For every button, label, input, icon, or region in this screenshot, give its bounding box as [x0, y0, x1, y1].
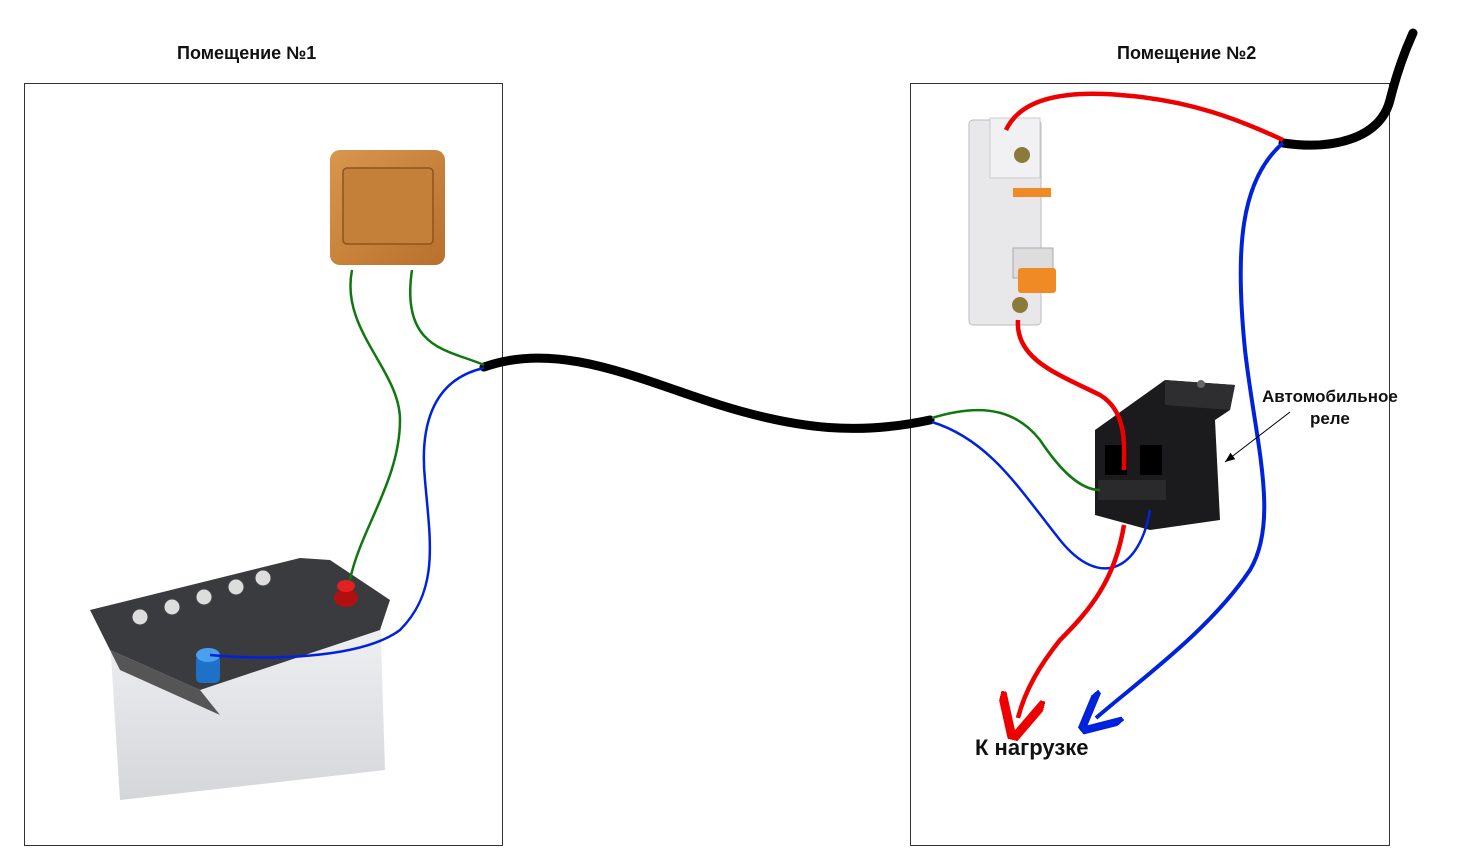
battery-positive-terminal: [334, 580, 358, 607]
relay-label: Автомобильное реле: [1262, 386, 1398, 430]
control-wire-green-3: [931, 408, 1101, 492]
room-1-box: [24, 83, 503, 846]
car-relay: [1095, 380, 1235, 530]
battery-negative-terminal: [196, 648, 220, 683]
load-label: К нагрузке: [975, 735, 1089, 760]
room-2-title: Помещение №2: [1117, 43, 1257, 63]
room-2-box: [910, 83, 1390, 846]
relay-label-line2: реле: [1309, 409, 1350, 428]
phase-wire-supply: [1003, 91, 1284, 143]
neutral-wire-blue-2: [931, 420, 1152, 570]
supply-cable: [1278, 28, 1418, 150]
neutral-wire-load: [1096, 141, 1285, 718]
wall-switch[interactable]: [330, 150, 445, 265]
breaker-handle[interactable]: [1018, 268, 1056, 293]
control-wire-green-1: [348, 269, 402, 581]
control-wire-green-2: [409, 269, 485, 367]
relay-pointer-arrow: [1224, 411, 1291, 463]
neutral-wire-blue-1: [209, 366, 485, 659]
battery: [90, 558, 390, 800]
phase-wire-breaker-relay: [1015, 319, 1127, 471]
circuit-breaker[interactable]: [968, 117, 1056, 326]
room-1-title: Помещение №1: [177, 43, 317, 63]
relay-label-line1: Автомобильное: [1262, 387, 1398, 406]
phase-wire-load: [1018, 524, 1127, 718]
multicore-cable: [479, 353, 935, 433]
